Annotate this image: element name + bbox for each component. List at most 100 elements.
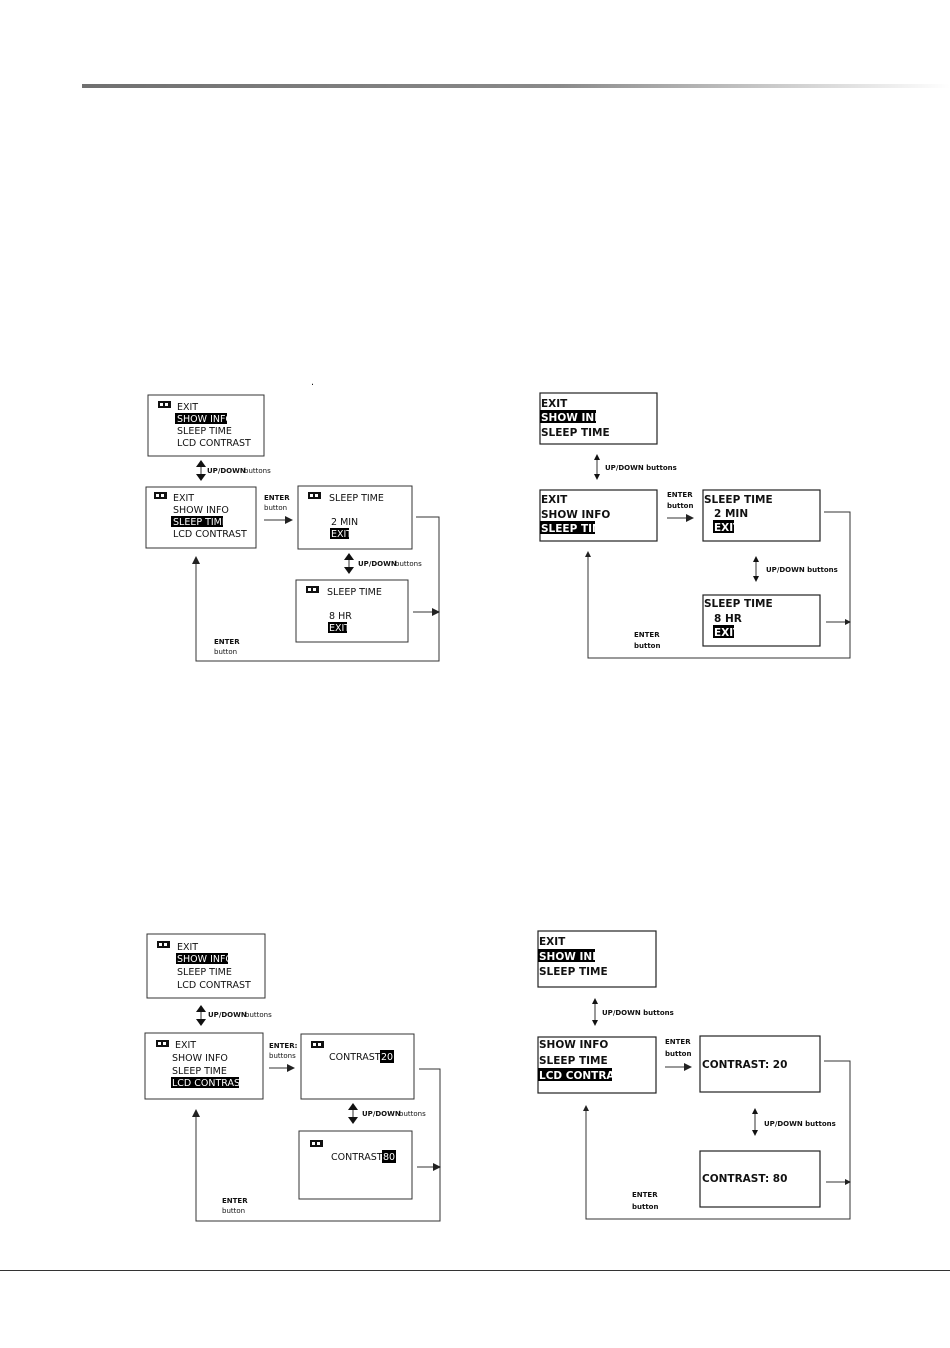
enter-label: ENTER xyxy=(665,1038,691,1046)
menu-exit: EXIT xyxy=(177,402,198,413)
menu-exit: EXIT xyxy=(541,494,568,506)
enter-label: ENTER xyxy=(667,491,693,499)
menu-sleep-time-selected: SLEEP TIME xyxy=(173,517,228,528)
menu-show-info: SHOW INFO xyxy=(172,1053,228,1064)
menu-lcd-contrast: LCD CONTRAST xyxy=(173,529,247,540)
sleep-time-value: 2 MIN xyxy=(331,517,358,528)
stray-dot: . xyxy=(311,377,314,388)
down-arrow-icon xyxy=(196,474,206,481)
button-label: button xyxy=(667,502,693,510)
menu-show-info: SHOW INFO xyxy=(539,1039,608,1051)
button-label: button xyxy=(264,504,287,512)
up-arrow-icon xyxy=(196,460,206,467)
button-label: button xyxy=(222,1207,245,1215)
down-arrow-icon xyxy=(196,1019,206,1026)
menu-screen-lcd-contrast xyxy=(537,1036,657,1094)
menu-show-info-selected: SHOW INFO xyxy=(177,954,233,965)
highlight-bar xyxy=(176,953,228,964)
battery-icon xyxy=(310,1140,323,1147)
highlight-bar xyxy=(713,625,734,638)
menu-show-info-selected: SHOW INFO xyxy=(539,951,608,963)
down-arrow-icon xyxy=(752,1130,758,1136)
diagram-sleep-time-text: EXIT SHOW INFO SLEEP TIME UP/DOWN button… xyxy=(539,392,851,659)
enter-label: ENTER xyxy=(264,494,290,502)
return-line xyxy=(583,1060,851,1220)
battery-icon xyxy=(308,492,321,499)
highlight-bar xyxy=(538,949,595,962)
menu-sleep-time: SLEEP TIME xyxy=(172,1066,227,1077)
updown-buttons-label: buttons xyxy=(395,560,422,568)
menu-sleep-time: SLEEP TIME xyxy=(541,427,610,439)
up-arrow-icon xyxy=(348,1103,358,1110)
menu-show-info-selected: SHOW INFO xyxy=(541,412,610,424)
exit-selected: EXIT xyxy=(714,522,741,534)
exit-selected: EXIT xyxy=(329,623,350,634)
up-arrow-icon xyxy=(752,1108,758,1114)
sleep-time-value: 2 MIN xyxy=(714,508,748,520)
exit-selected: EXIT xyxy=(331,529,352,540)
down-arrow-icon xyxy=(753,576,759,582)
updown-label: UP/DOWN xyxy=(362,1110,401,1118)
down-arrow-icon xyxy=(348,1117,358,1124)
sleep-time-title: SLEEP TIME xyxy=(704,494,773,506)
buttons-label: buttons xyxy=(269,1052,296,1060)
up-arrow-icon xyxy=(592,998,598,1004)
down-arrow-icon xyxy=(592,1020,598,1026)
button-label: button xyxy=(665,1050,691,1058)
menu-sleep-time: SLEEP TIME xyxy=(177,426,232,437)
battery-icon xyxy=(158,401,171,408)
updown-buttons-label: UP/DOWN buttons xyxy=(764,1120,836,1128)
sleep-time-value: 8 HR xyxy=(714,613,742,625)
menu-sleep-time: SLEEP TIME xyxy=(539,966,608,978)
highlight-bar xyxy=(540,410,596,423)
highlight-bar xyxy=(713,520,734,533)
updown-buttons-label: UP/DOWN buttons xyxy=(605,464,677,472)
contrast-screen-20 xyxy=(699,1035,821,1093)
battery-icon xyxy=(306,586,319,593)
up-arrow-icon xyxy=(196,1005,206,1012)
sleep-time-title: SLEEP TIME xyxy=(329,493,384,504)
menu-lcd-contrast-selected: LCD CONTRAST xyxy=(539,1070,630,1082)
updown-buttons-label: buttons xyxy=(244,467,271,475)
contrast-value: 20 xyxy=(381,1052,393,1063)
menu-sleep-time-selected: SLEEP TIME xyxy=(541,523,610,535)
enter-label: ENTER xyxy=(634,631,660,639)
diagram-sleep-time-icon: . EXIT SHOW INFO SLEEP TIME LCD CONTRAST… xyxy=(145,377,440,662)
menu-exit: EXIT xyxy=(173,493,194,504)
updown-label: UP/DOWN xyxy=(358,560,397,568)
battery-icon xyxy=(157,941,170,948)
battery-icon xyxy=(156,1040,169,1047)
highlight-bar xyxy=(171,1077,239,1088)
updown-buttons-label: UP/DOWN buttons xyxy=(602,1009,674,1017)
enter-label: ENTER xyxy=(222,1197,248,1205)
diagram-contrast-text: EXIT SHOW INFO SLEEP TIME UP/DOWN button… xyxy=(537,930,851,1220)
top-rule xyxy=(82,84,950,88)
menu-show-info: SHOW INFO xyxy=(541,509,610,521)
menu-show-info: SHOW INFO xyxy=(173,505,229,516)
up-arrow-icon xyxy=(753,556,759,562)
contrast-label: CONTRAST: xyxy=(329,1052,383,1063)
updown-buttons-label: buttons xyxy=(245,1011,272,1019)
highlight-bar xyxy=(540,521,595,534)
highlight-bar xyxy=(175,413,227,424)
contrast-value: 80 xyxy=(383,1152,395,1163)
enter-label: ENTER xyxy=(214,638,240,646)
bottom-rule xyxy=(0,1270,950,1271)
highlight-bar xyxy=(171,516,223,527)
down-arrow-icon xyxy=(344,567,354,574)
menu-screen-show-info xyxy=(537,930,657,988)
menu-lcd-contrast: LCD CONTRAST xyxy=(177,438,251,449)
sleep-time-title: SLEEP TIME xyxy=(704,598,773,610)
menu-sleep-time: SLEEP TIME xyxy=(177,967,232,978)
updown-label: UP/DOWN xyxy=(207,467,246,475)
contrast-text: CONTRAST: 20 xyxy=(702,1059,787,1071)
highlight-bar xyxy=(380,1050,394,1063)
enter-label: ENTER xyxy=(632,1191,658,1199)
diagram-contrast-icon: EXIT SHOW INFO SLEEP TIME LCD CONTRAST U… xyxy=(144,933,441,1222)
menu-show-info-selected: SHOW INFO xyxy=(177,414,233,425)
menu-exit: EXIT xyxy=(539,936,566,948)
highlight-bar xyxy=(382,1150,396,1163)
return-line xyxy=(585,511,851,659)
menu-exit: EXIT xyxy=(177,942,198,953)
